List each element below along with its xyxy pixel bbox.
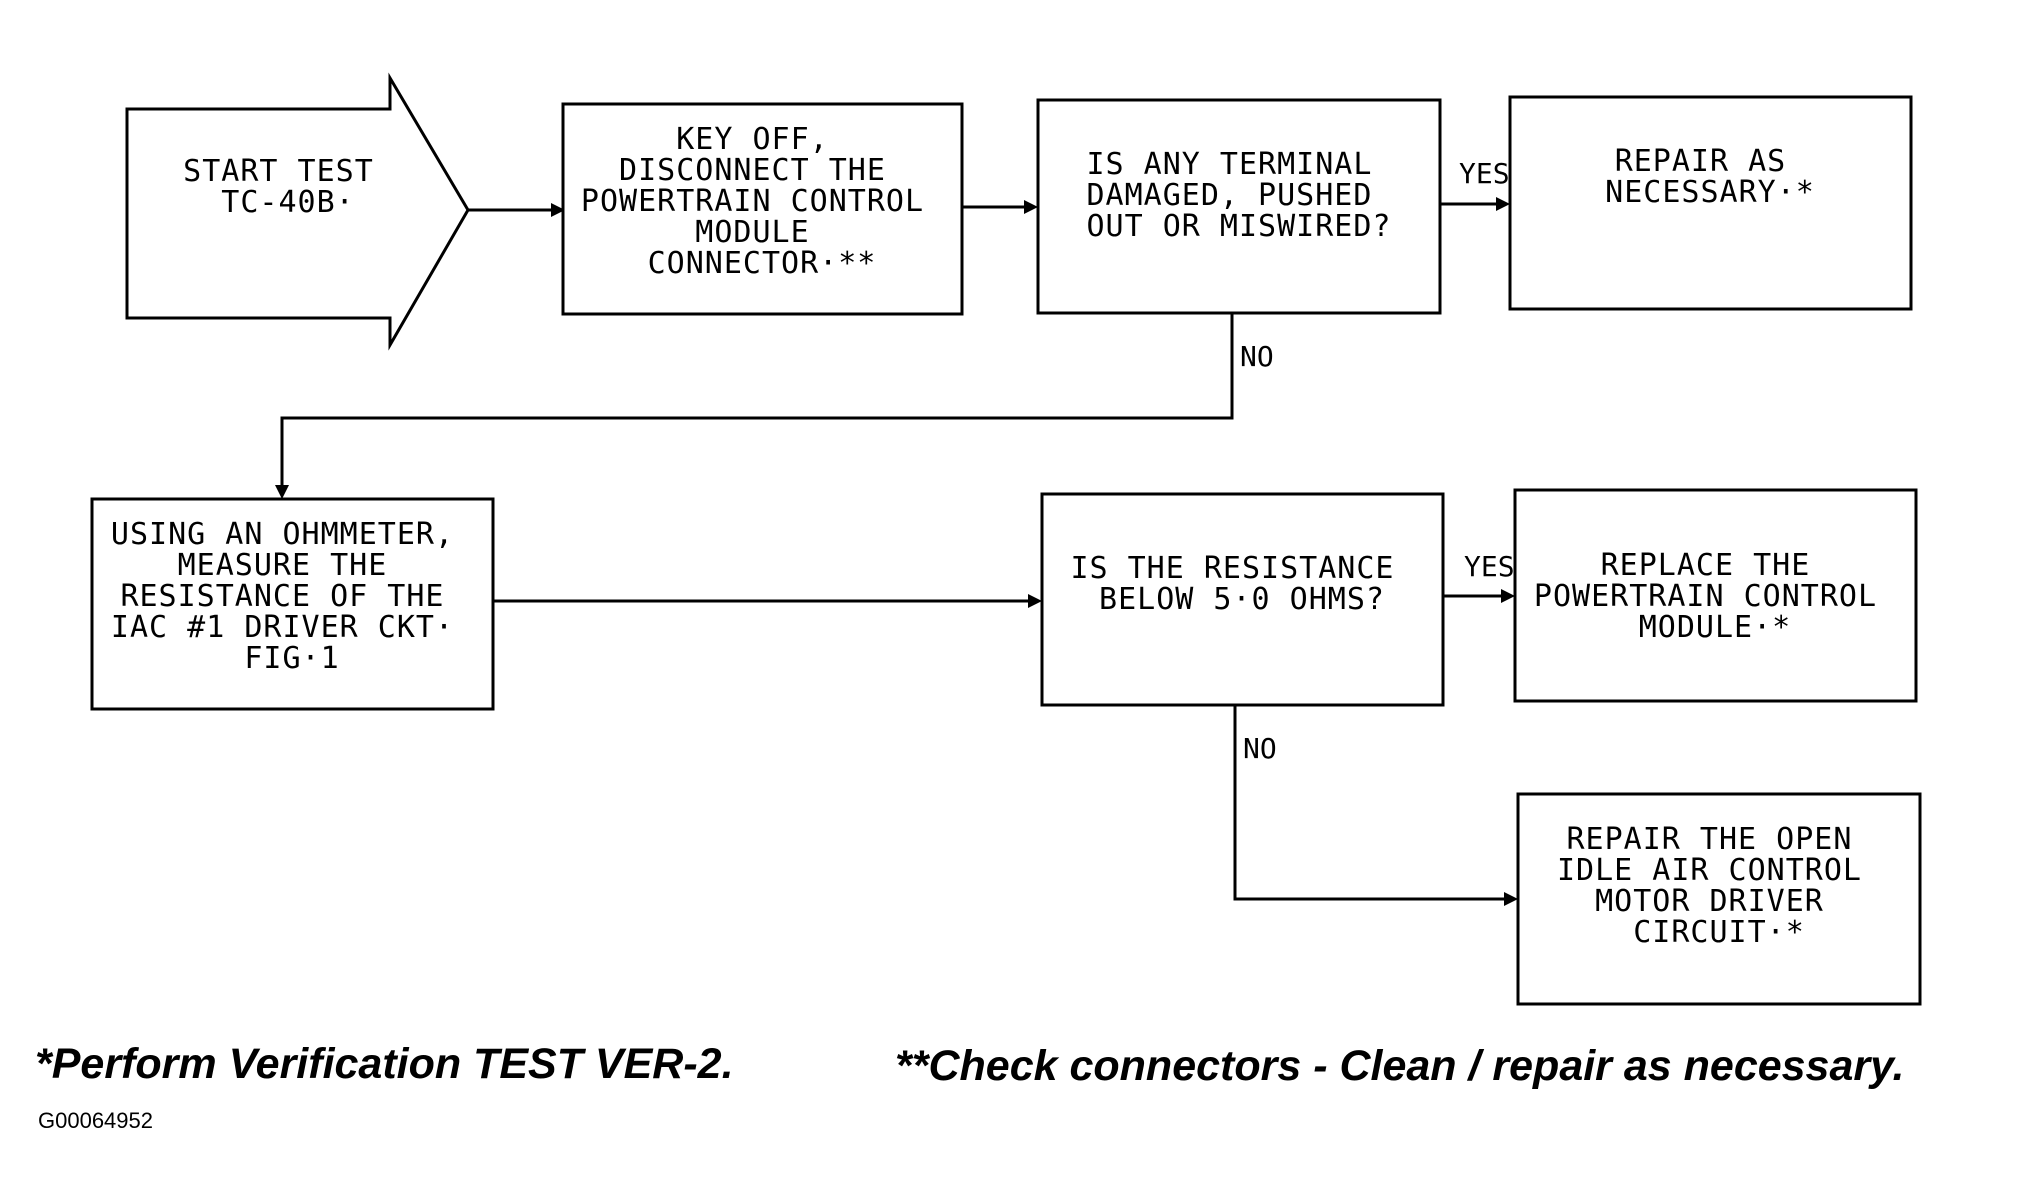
node-box xyxy=(90,497,495,711)
node-line: MEASURE THE xyxy=(178,548,388,583)
node-line: MODULE xyxy=(695,215,809,250)
node-resistance-check: IS THE RESISTANCE BELOW 5·0 OHMS? xyxy=(1040,492,1445,707)
node-line: TC-40B· xyxy=(221,185,354,220)
figure-id: G00064952 xyxy=(38,1108,153,1133)
node-line: OUT OR MISWIRED? xyxy=(1087,209,1392,244)
node-line: REPLACE THE xyxy=(1601,548,1811,583)
node-box xyxy=(1508,95,1913,311)
arrowhead xyxy=(1496,197,1510,211)
node-key-off: KEY OFF, DISCONNECT THE POWERTRAIN CONTR… xyxy=(561,102,964,316)
node-line: REPAIR THE OPEN xyxy=(1567,822,1853,857)
flowchart: YES NO YES NO START TEST TC-40B· KEY OFF… xyxy=(90,72,1922,1006)
node-repair-as-necessary: REPAIR AS NECESSARY·* xyxy=(1508,95,1913,311)
node-box xyxy=(1040,492,1445,707)
node-line: RESISTANCE OF THE xyxy=(120,579,444,614)
node-text: IS ANY TERMINAL DAMAGED, PUSHED OUT OR M… xyxy=(1087,147,1392,244)
label-resistance-yes: YES xyxy=(1464,550,1515,583)
node-text: REPLACE THE POWERTRAIN CONTROL MODULE·* xyxy=(1534,548,1896,645)
node-line: POWERTRAIN CONTROL xyxy=(581,184,924,219)
node-text: KEY OFF, DISCONNECT THE POWERTRAIN CONTR… xyxy=(581,122,943,281)
node-terminal-check: IS ANY TERMINAL DAMAGED, PUSHED OUT OR M… xyxy=(1036,98,1442,315)
arrowhead xyxy=(1028,594,1042,608)
node-box xyxy=(1036,98,1442,315)
node-repair-open-circuit: REPAIR THE OPEN IDLE AIR CONTROL MOTOR D… xyxy=(1516,792,1922,1006)
arrowhead xyxy=(1501,589,1515,603)
node-text: REPAIR THE OPEN IDLE AIR CONTROL MOTOR D… xyxy=(1557,822,1881,950)
node-line: CONNECTOR·** xyxy=(648,246,877,281)
node-line: IAC #1 DRIVER CKT· xyxy=(111,610,454,645)
node-replace-pcm: REPLACE THE POWERTRAIN CONTROL MODULE·* xyxy=(1513,488,1918,703)
node-text: IS THE RESISTANCE BELOW 5·0 OHMS? xyxy=(1070,551,1413,617)
node-line: KEY OFF, xyxy=(676,122,829,157)
node-line: BELOW 5·0 OHMS? xyxy=(1099,582,1385,617)
node-line: DAMAGED, PUSHED xyxy=(1087,178,1373,213)
node-box xyxy=(561,102,964,316)
node-text: REPAIR AS NECESSARY·* xyxy=(1605,144,1815,210)
connectors xyxy=(275,197,1518,906)
node-ohmmeter: USING AN OHMMETER, MEASURE THE RESISTANC… xyxy=(90,497,495,711)
node-line: DISCONNECT THE xyxy=(619,153,886,188)
node-box xyxy=(1516,792,1922,1006)
node-line: CIRCUIT·* xyxy=(1633,915,1805,950)
edge-resistance-no xyxy=(1233,705,1508,901)
node-line: FIG·1 xyxy=(244,641,339,676)
arrowhead xyxy=(1024,200,1038,214)
node-text: USING AN OHMMETER, MEASURE THE RESISTANC… xyxy=(111,517,473,676)
arrowhead xyxy=(551,203,565,217)
node-line: NECESSARY·* xyxy=(1605,175,1815,210)
node-line: REPAIR AS xyxy=(1615,144,1787,179)
arrowhead xyxy=(275,485,289,499)
arrowhead xyxy=(1504,892,1518,906)
label-terminal-yes: YES xyxy=(1459,157,1510,190)
node-line: MODULE·* xyxy=(1639,610,1792,645)
footnote-verification: *Perform Verification TEST VER-2. xyxy=(35,1040,734,1088)
node-start-test: START TEST TC-40B· xyxy=(125,72,470,351)
start-arrow-shape xyxy=(125,72,470,351)
node-text: START TEST TC-40B· xyxy=(183,154,393,220)
footnote-connectors: **Check connectors - Clean / repair as n… xyxy=(895,1042,1905,1090)
node-line: IDLE AIR CONTROL xyxy=(1557,853,1862,888)
label-resistance-no: NO xyxy=(1243,732,1277,765)
edge-terminal-no xyxy=(280,313,1234,488)
node-line: POWERTRAIN CONTROL xyxy=(1534,579,1877,614)
label-terminal-no: NO xyxy=(1240,340,1274,373)
node-line: START TEST xyxy=(183,154,374,189)
node-box xyxy=(1513,488,1918,703)
node-line: IS ANY TERMINAL xyxy=(1087,147,1373,182)
node-line: USING AN OHMMETER, xyxy=(111,517,454,552)
node-line: IS THE RESISTANCE xyxy=(1070,551,1394,586)
node-line: MOTOR DRIVER xyxy=(1595,884,1824,919)
